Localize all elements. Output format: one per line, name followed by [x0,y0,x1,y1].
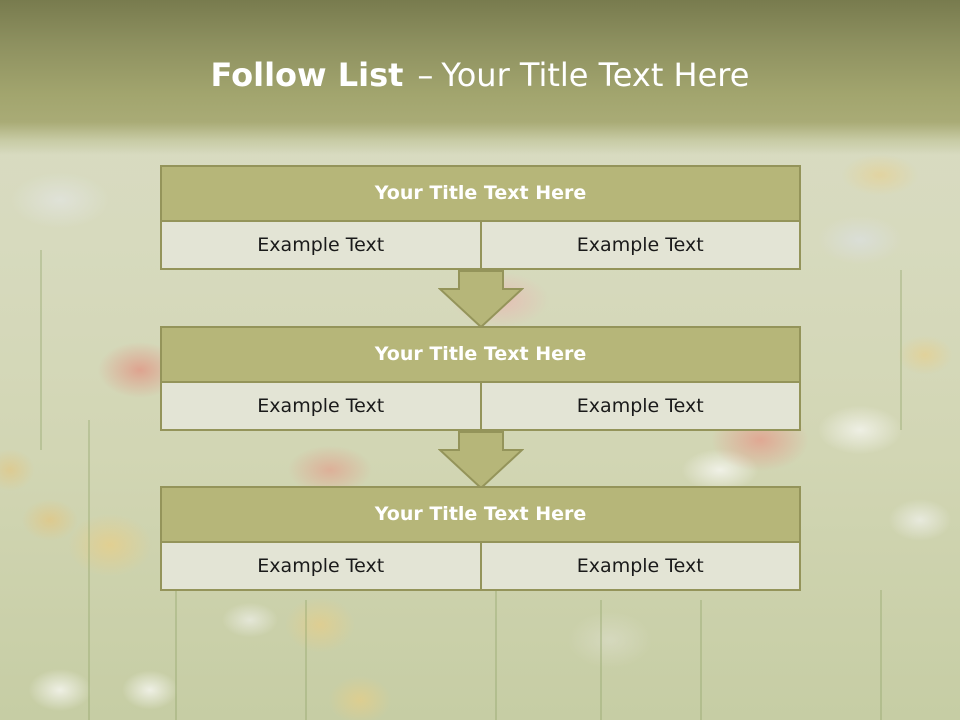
block-title: Your Title Text Here [160,486,801,543]
block-cell-left: Example Text [160,381,482,431]
block-title: Your Title Text Here [160,165,801,222]
slide-title-bold: Follow List [210,56,404,94]
block-row: Example Text Example Text [160,220,801,270]
block-cell-left: Example Text [160,541,482,591]
follow-block-2: Your Title Text Here Example Text Exampl… [160,326,801,431]
follow-block-3: Your Title Text Here Example Text Exampl… [160,486,801,591]
block-cell-right: Example Text [479,220,801,270]
slide-title: Follow List–Your Title Text Here [0,51,960,99]
down-arrow-icon [438,270,524,328]
block-cell-right: Example Text [479,381,801,431]
slide-title-rest: Your Title Text Here [441,56,750,94]
follow-block-1: Your Title Text Here Example Text Exampl… [160,165,801,270]
block-cell-left: Example Text [160,220,482,270]
block-row: Example Text Example Text [160,541,801,591]
block-row: Example Text Example Text [160,381,801,431]
down-arrow-icon [438,431,524,489]
slide-title-separator: – [417,56,434,94]
title-band [0,0,960,155]
block-cell-right: Example Text [479,541,801,591]
block-title: Your Title Text Here [160,326,801,383]
